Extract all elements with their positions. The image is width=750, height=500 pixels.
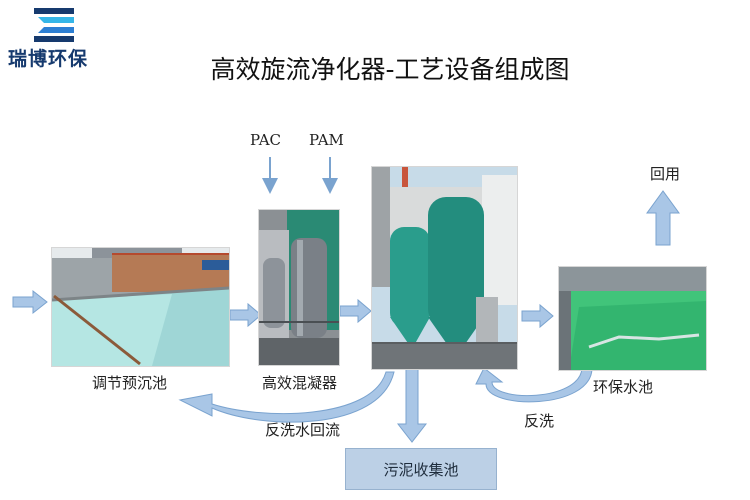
logo-mark-icon <box>34 8 74 42</box>
backwash-arrow <box>475 367 593 403</box>
clean-pool-photo <box>558 266 707 371</box>
backwash-label: 反洗 <box>524 412 555 430</box>
coagulator-label: 高效混凝器 <box>262 374 338 392</box>
reuse-label: 回用 <box>650 165 681 183</box>
page-title: 高效旋流净化器-工艺设备组成图 <box>210 55 570 84</box>
pam-label: PAM <box>309 131 344 149</box>
pac-label: PAC <box>250 131 282 149</box>
sludge-pool-label: 污泥收集池 <box>383 460 459 479</box>
arrow-coag-to-purifier <box>339 298 372 324</box>
arrow-pre-to-coag <box>229 302 262 328</box>
sludge-arrow <box>396 367 428 443</box>
arrow-purifier-to-pool <box>521 303 554 329</box>
purifier-photo <box>371 166 518 370</box>
reuse-arrow <box>646 190 680 246</box>
pre-settling-pool-label: 调节预沉池 <box>92 374 168 392</box>
backwash-return-label: 反洗水回流 <box>265 421 341 439</box>
inlet-arrow <box>12 289 48 315</box>
brand-name: 瑞博环保 <box>8 48 89 70</box>
backwash-return-arrow <box>178 371 395 423</box>
pre-settling-pool-photo <box>51 247 230 367</box>
coagulator-photo <box>258 209 340 366</box>
sludge-pool-box: 污泥收集池 <box>345 448 497 490</box>
clean-pool-label: 环保水池 <box>593 378 654 396</box>
